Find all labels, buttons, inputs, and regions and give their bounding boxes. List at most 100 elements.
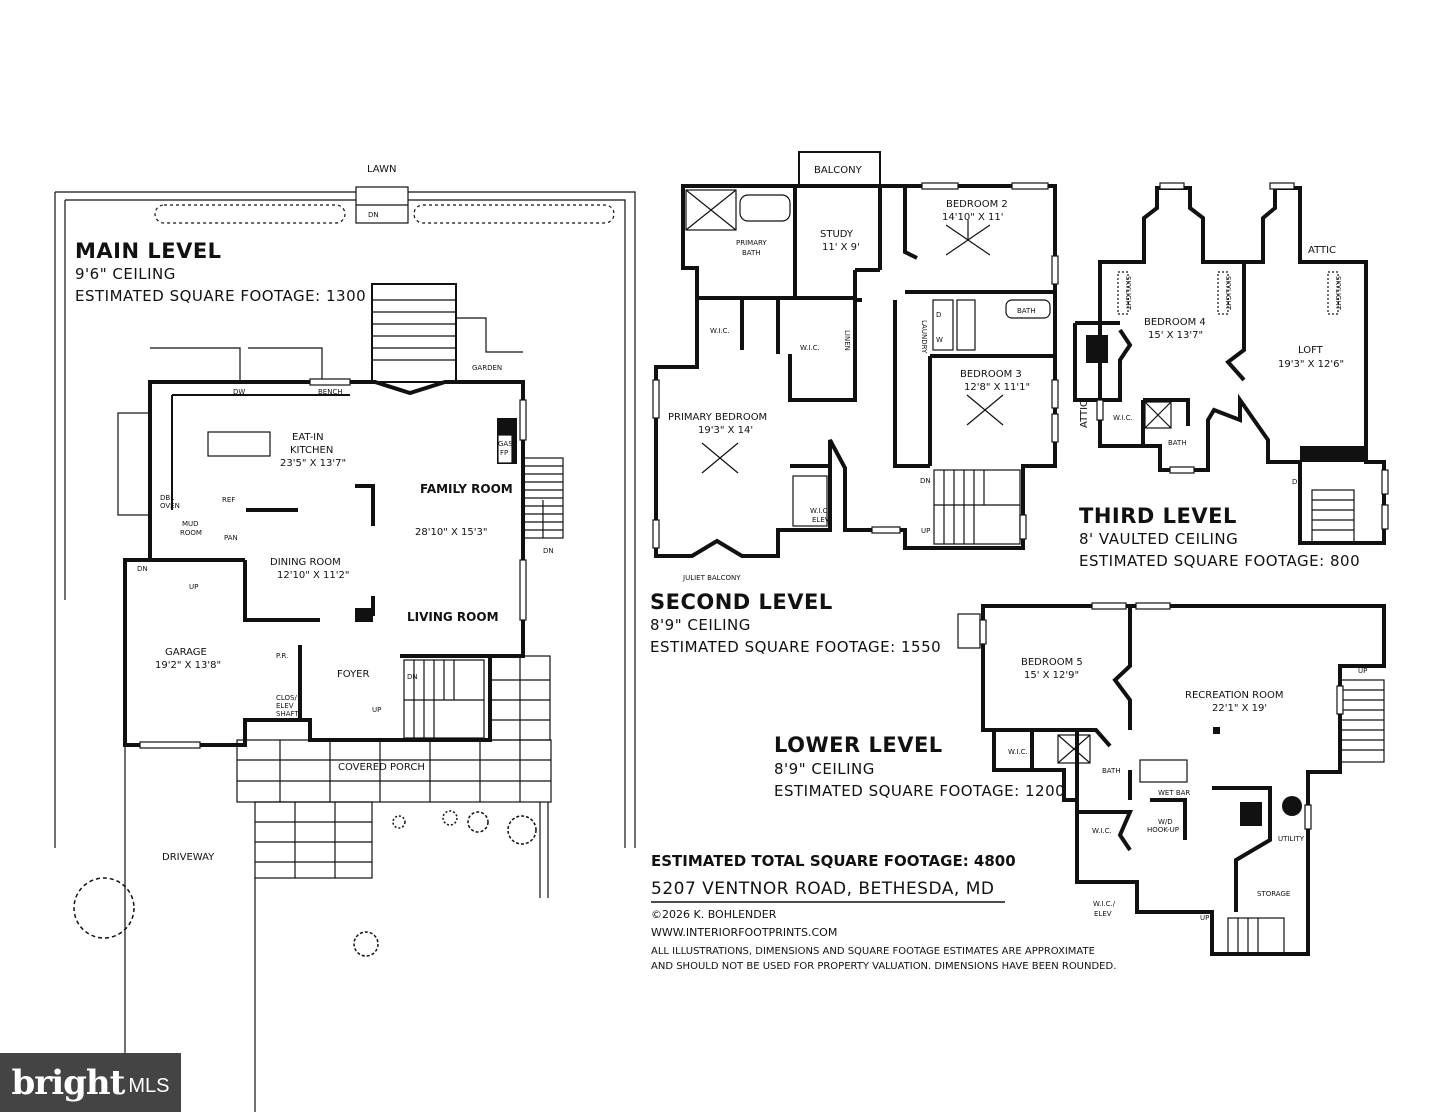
main-dn-stairs: DN bbox=[407, 673, 418, 681]
second-level-title: SECOND LEVEL bbox=[650, 590, 833, 614]
ref-label: REF bbox=[222, 496, 235, 504]
third-level-title: THIRD LEVEL bbox=[1079, 504, 1237, 528]
second-bath-label: BATH bbox=[1017, 307, 1036, 315]
storage-label: STORAGE bbox=[1257, 890, 1290, 898]
main-dn-lawn: DN bbox=[368, 211, 379, 219]
bench-label: BENCH bbox=[318, 388, 343, 396]
washer-label: W bbox=[936, 336, 943, 344]
third-level-sqft: ESTIMATED SQUARE FOOTAGE: 800 bbox=[1079, 552, 1360, 570]
second-level-ceiling: 8'9" CEILING bbox=[650, 616, 751, 634]
second-up-label: UP bbox=[921, 527, 930, 535]
skylight-label-2: SKYLIGHT bbox=[1224, 276, 1232, 311]
bedroom4-label: BEDROOM 4 bbox=[1144, 317, 1206, 328]
study-label: STUDY bbox=[820, 229, 854, 240]
kitchen-label-1: EAT-IN bbox=[292, 432, 324, 443]
lower-wic-elev-label-2: ELEV bbox=[1094, 910, 1112, 918]
lower-up-label-stairs: UP bbox=[1200, 914, 1209, 922]
lower-level-sqft: ESTIMATED SQUARE FOOTAGE: 1200 bbox=[774, 782, 1065, 800]
linen-label: LINEN bbox=[843, 330, 851, 351]
bedroom2-label: BEDROOM 2 bbox=[946, 199, 1008, 210]
laundry-label: LAUNDRY bbox=[920, 320, 928, 354]
third-dn-label: DN bbox=[1292, 478, 1303, 486]
dbl-oven-label-2: OVEN bbox=[160, 502, 180, 510]
balcony-label: BALCONY bbox=[814, 165, 863, 176]
primary-bedroom-label: PRIMARY BEDROOM bbox=[668, 412, 767, 423]
main-dn-garage: DN bbox=[137, 565, 148, 573]
skylight-label-1: SKYLIGHT bbox=[1124, 276, 1132, 311]
disclaimer-line-2: AND SHOULD NOT BE USED FOR PROPERTY VALU… bbox=[651, 961, 1116, 972]
attic-label-side: ATTIC bbox=[1079, 400, 1090, 428]
kitchen-dimensions: 23'5" X 13'7" bbox=[280, 458, 346, 469]
third-bath-label: BATH bbox=[1168, 439, 1187, 447]
wic-elev-label-1: W.I.C./ bbox=[810, 507, 833, 515]
garage-label: GARAGE bbox=[165, 647, 207, 658]
lower-wic-elev-label-1: W.I.C./ bbox=[1093, 900, 1116, 908]
bedroom5-label: BEDROOM 5 bbox=[1021, 657, 1083, 668]
wic-elev-label-2: ELEV bbox=[812, 516, 830, 524]
wd-label-2: HOOK-UP bbox=[1147, 826, 1179, 834]
kitchen-label-2: KITCHEN bbox=[290, 445, 333, 456]
mud-room-label-1: MUD bbox=[182, 520, 199, 528]
disclaimer-line-1: ALL ILLUSTRATIONS, DIMENSIONS AND SQUARE… bbox=[651, 946, 1095, 957]
main-up-stairs: UP bbox=[372, 706, 381, 714]
primary-bedroom-dimensions: 19'3" X 14' bbox=[698, 425, 753, 436]
main-level-sqft: ESTIMATED SQUARE FOOTAGE: 1300 bbox=[75, 287, 366, 305]
lower-up-label-right: UP bbox=[1358, 667, 1367, 675]
lower-bath-label: BATH bbox=[1102, 767, 1121, 775]
attic-label-top: ATTIC bbox=[1308, 245, 1336, 256]
dryer-label: D bbox=[936, 311, 941, 319]
bedroom5-dimensions: 15' X 12'9" bbox=[1024, 670, 1079, 681]
loft-dimensions: 19'3" X 12'6" bbox=[1278, 359, 1344, 370]
bedroom3-dimensions: 12'8" X 11'1" bbox=[964, 382, 1030, 393]
wet-bar-label: WET BAR bbox=[1158, 789, 1190, 797]
total-sqft: ESTIMATED TOTAL SQUARE FOOTAGE: 4800 bbox=[651, 852, 1016, 870]
pr-label: P.R. bbox=[276, 652, 288, 660]
main-level-title: MAIN LEVEL bbox=[75, 239, 222, 263]
website-text: WWW.INTERIORFOOTPRINTS.COM bbox=[651, 926, 837, 939]
main-up-mud: UP bbox=[189, 583, 198, 591]
second-level-plan: BALCONY STUDY 11' X 9' PRIMARY BATH BEDR… bbox=[650, 151, 1059, 656]
main-dn-deck: DN bbox=[543, 547, 554, 555]
mls-logo-text: MLS bbox=[128, 1075, 170, 1097]
bright-logo-text: bright bbox=[11, 1062, 126, 1103]
lower-wic-label-1: W.I.C. bbox=[1008, 748, 1028, 756]
third-level-ceiling: 8' VAULTED CEILING bbox=[1079, 530, 1238, 548]
mud-room-label-2: ROOM bbox=[180, 529, 202, 537]
bedroom3-label: BEDROOM 3 bbox=[960, 369, 1022, 380]
clos-elev-label-2: ELEV bbox=[276, 702, 294, 710]
study-dimensions: 11' X 9' bbox=[822, 242, 860, 253]
third-wic-label: W.I.C. bbox=[1113, 414, 1133, 422]
bedroom4-dimensions: 15' X 13'7" bbox=[1148, 330, 1203, 341]
driveway-label: DRIVEWAY bbox=[162, 852, 215, 863]
covered-porch-label: COVERED PORCH bbox=[338, 762, 425, 773]
clos-elev-label-3: SHAFT bbox=[276, 710, 299, 718]
family-room-dimensions: 28'10" X 15'3" bbox=[415, 527, 487, 538]
main-level-plan: LAWN DN MAIN LEVEL 9'6" CEILING ESTIMATE… bbox=[54, 164, 636, 1112]
dbl-oven-label-1: DBL bbox=[160, 494, 174, 502]
skylight-label-3: SKYLIGHT bbox=[1334, 276, 1342, 311]
primary-bath-label-1: PRIMARY bbox=[736, 239, 767, 247]
third-level-plan: ATTIC ATTIC SKYLIGHT SKYLIGHT SKYLIGHT B… bbox=[1073, 182, 1389, 570]
living-room-label: LIVING ROOM bbox=[407, 610, 499, 624]
wic-label-primary: W.I.C. bbox=[710, 327, 730, 335]
lower-level-title: LOWER LEVEL bbox=[774, 733, 943, 757]
lower-level-plan: BEDROOM 5 15' X 12'9" RECREATION ROOM 22… bbox=[774, 602, 1386, 956]
clos-elev-label-1: CLOS/ bbox=[276, 694, 297, 702]
dw-label: DW bbox=[233, 388, 245, 396]
foyer-label: FOYER bbox=[337, 669, 370, 680]
juliet-balcony-label: JULIET BALCONY bbox=[682, 574, 741, 582]
recreation-room-label: RECREATION ROOM bbox=[1185, 690, 1284, 701]
copyright-text: ©2026 K. BOHLENDER bbox=[651, 908, 777, 921]
garage-dimensions: 19'2" X 13'8" bbox=[155, 660, 221, 671]
dining-room-label: DINING ROOM bbox=[270, 557, 341, 568]
lawn-label: LAWN bbox=[367, 164, 396, 175]
lower-wic-label-2: W.I.C. bbox=[1092, 827, 1112, 835]
second-dn-label: DN bbox=[920, 477, 931, 485]
utility-label: UTILITY bbox=[1278, 835, 1305, 843]
lower-level-ceiling: 8'9" CEILING bbox=[774, 760, 875, 778]
primary-bath-label-2: BATH bbox=[742, 249, 761, 257]
garden-label: GARDEN bbox=[472, 364, 502, 372]
second-level-sqft: ESTIMATED SQUARE FOOTAGE: 1550 bbox=[650, 638, 941, 656]
bright-mls-watermark: bright MLS bbox=[0, 1053, 181, 1112]
